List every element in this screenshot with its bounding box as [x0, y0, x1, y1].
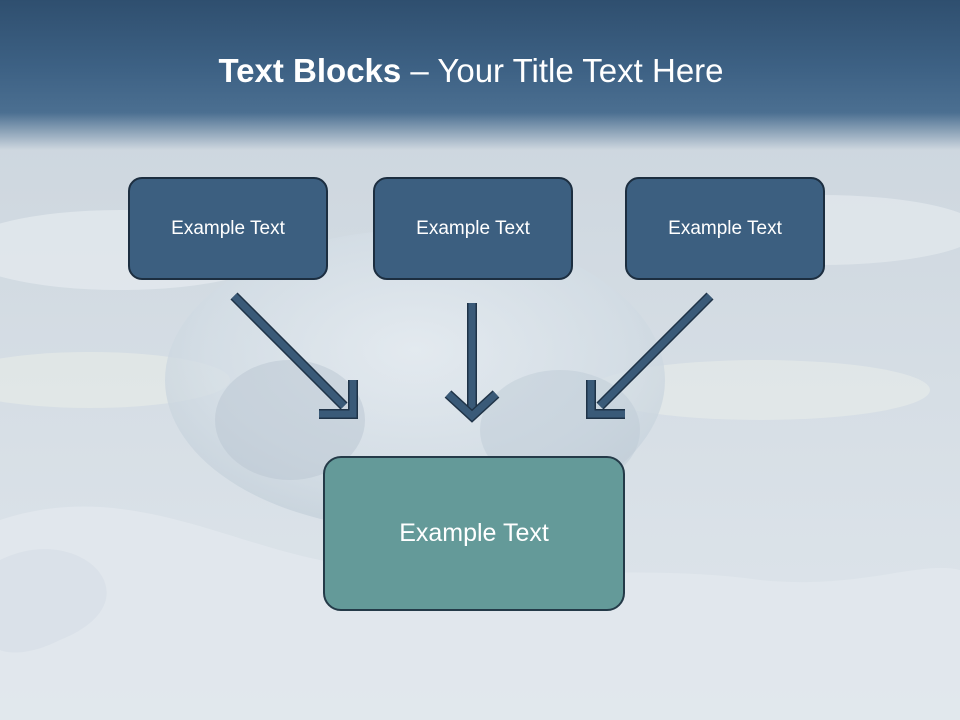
title-separator: – [401, 52, 438, 89]
text-block-1-label: Example Text [171, 217, 285, 239]
arrow-right [586, 292, 714, 419]
text-block-3-label: Example Text [668, 217, 782, 239]
text-block-2[interactable]: Example Text [373, 177, 573, 280]
text-block-2-label: Example Text [416, 217, 530, 239]
header-band [0, 0, 960, 150]
title-rest: Your Title Text Here [437, 52, 724, 89]
arrow-left [230, 292, 358, 419]
text-block-1[interactable]: Example Text [128, 177, 328, 280]
target-text-block[interactable]: Example Text [323, 456, 625, 611]
slide-title: Text Blocks – Your Title Text Here [0, 52, 960, 90]
title-bold-part: Text Blocks [218, 52, 402, 89]
arrow-center [444, 303, 500, 423]
text-block-3[interactable]: Example Text [625, 177, 825, 280]
target-text-block-label: Example Text [399, 519, 549, 547]
